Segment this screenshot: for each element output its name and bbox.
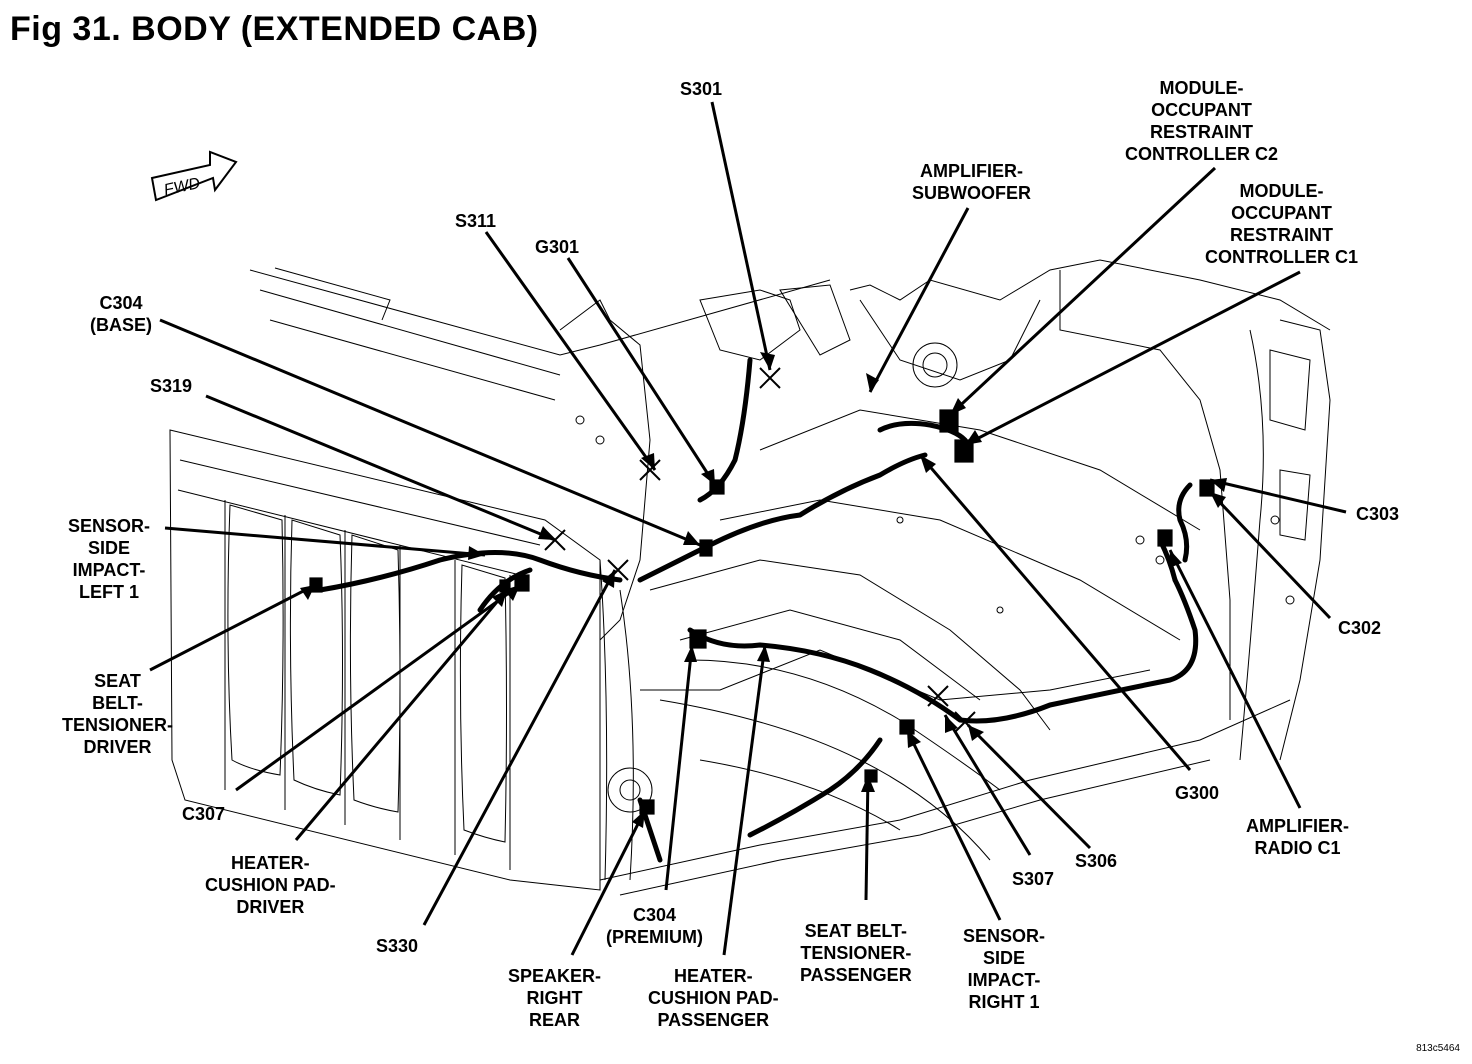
label-c304-premium: C304 (PREMIUM) — [606, 905, 703, 947]
label-seat-belt-tensioner-passenger: SEAT BELT- TENSIONER- PASSENGER — [800, 921, 912, 985]
drawing-code: 813c5464 — [1416, 1043, 1460, 1054]
label-c303: C303 — [1356, 504, 1400, 524]
figure-title: Fig 31. BODY (EXTENDED CAB) — [10, 10, 539, 48]
label-sensor-side-impact-left: SENSOR- SIDE IMPACT- LEFT 1 — [68, 516, 151, 602]
fwd-arrow-icon: FWD — [150, 150, 238, 202]
label-c307: C307 — [182, 804, 226, 824]
label-heater-cushion-driver: HEATER- CUSHION PAD- DRIVER — [205, 853, 336, 917]
label-c302: C302 — [1338, 618, 1382, 638]
label-s319: S319 — [150, 376, 193, 396]
label-c304-base: C304 (BASE) — [90, 293, 152, 335]
label-s306: S306 — [1075, 851, 1118, 871]
label-amplifier-subwoofer: AMPLIFIER- SUBWOOFER — [912, 161, 1031, 203]
label-s301: S301 — [680, 79, 723, 99]
leader-lines — [149, 101, 1347, 956]
label-s311: S311 — [455, 211, 497, 231]
label-module-orc-c2: MODULE- OCCUPANT RESTRAINT CONTROLLER C2 — [1125, 78, 1278, 164]
label-seat-belt-tensioner-driver: SEAT BELT- TENSIONER- DRIVER — [62, 671, 174, 757]
splice-marks — [544, 367, 976, 733]
label-module-orc-c1: MODULE- OCCUPANT RESTRAINT CONTROLLER C1 — [1205, 181, 1358, 267]
wiring-harness — [317, 357, 1199, 863]
label-g301: G301 — [535, 237, 580, 257]
connectors — [309, 409, 1215, 815]
label-sensor-side-impact-right: SENSOR- SIDE IMPACT- RIGHT 1 — [963, 926, 1046, 1012]
label-s307: S307 — [1012, 869, 1055, 889]
cab-outline — [169, 259, 1331, 896]
label-amplifier-radio: AMPLIFIER- RADIO C1 — [1246, 816, 1349, 858]
arrowheads — [300, 352, 1227, 828]
label-speaker-right-rear: SPEAKER- RIGHT REAR — [508, 966, 602, 1030]
label-s330: S330 — [376, 936, 419, 956]
label-heater-cushion-passenger: HEATER- CUSHION PAD- PASSENGER — [648, 966, 779, 1030]
label-g300: G300 — [1175, 783, 1220, 803]
